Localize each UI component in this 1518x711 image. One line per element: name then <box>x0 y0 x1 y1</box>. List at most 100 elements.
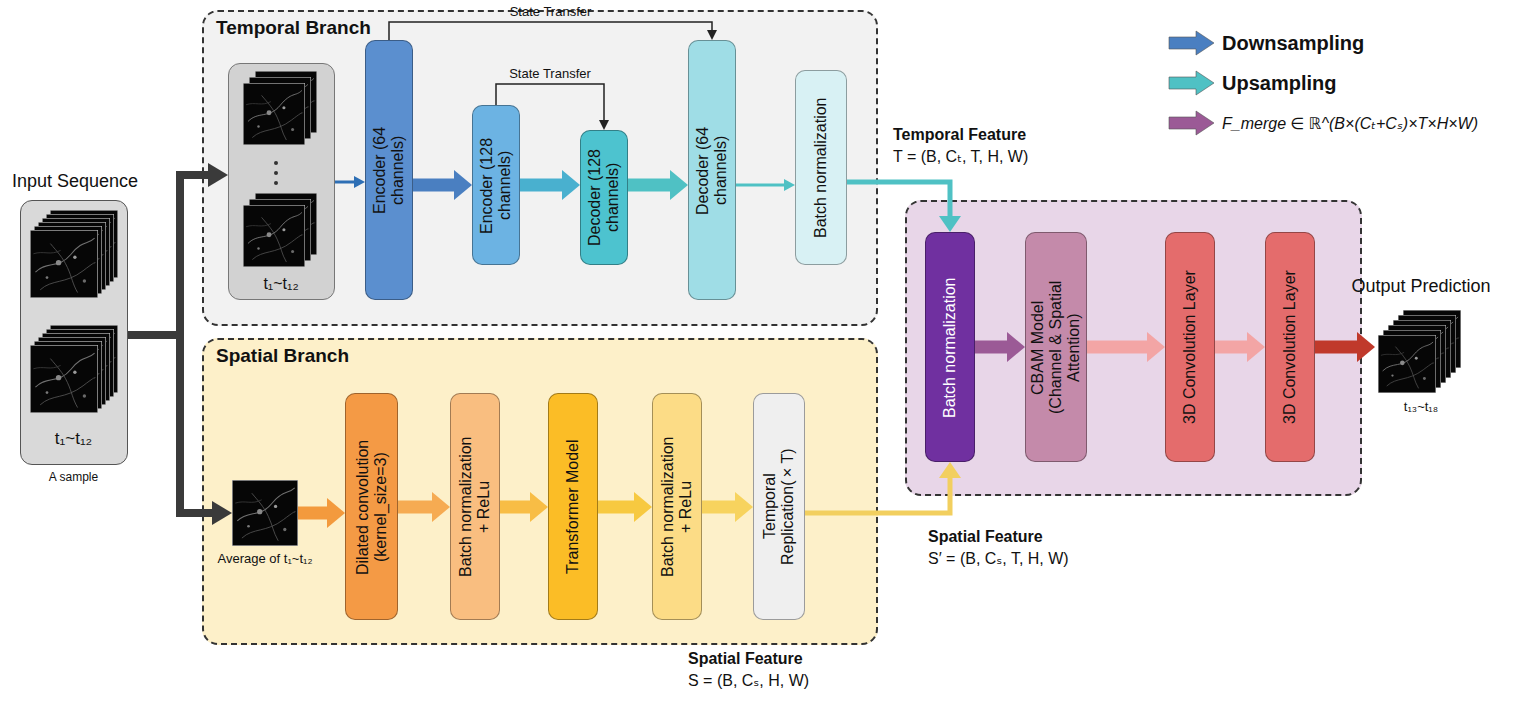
decoder-block: Decoder (128 channels) <box>580 130 628 265</box>
connector-line <box>398 501 436 514</box>
box-label: Transformer Model <box>564 402 582 612</box>
box-label: 3D Convolution Layer <box>1181 240 1199 455</box>
transformer-block: Transformer Model <box>548 393 598 620</box>
output-image-stack <box>1378 310 1461 393</box>
microscopy-image <box>1393 320 1451 378</box>
connector-line <box>736 184 786 187</box>
box-label: Encoder (128 channels) <box>478 123 514 248</box>
microscopy-image <box>1378 335 1436 393</box>
connector-line <box>1315 341 1361 354</box>
encoder-block: Encoder (64 channels) <box>365 40 413 300</box>
microscopy-image <box>1398 315 1456 373</box>
flow-arrow <box>736 179 795 191</box>
box-label: Dilated convolution (kernel_size=3) <box>354 432 390 582</box>
arrow-head <box>735 492 753 522</box>
flow-arrow <box>298 498 345 528</box>
legend-swatch <box>1169 31 1214 55</box>
connector-line <box>389 22 712 40</box>
box-label: Batch normalization <box>812 75 830 260</box>
legend-swatch-frame <box>1168 110 1216 136</box>
average-image-box: Average of t₁~t₁₂ <box>232 480 298 546</box>
norm-block: Batch normalization <box>795 70 847 265</box>
box-label: Batch normalization <box>941 240 959 455</box>
microscopy-image <box>1383 330 1441 388</box>
average-image <box>232 480 298 546</box>
connector-line <box>847 182 950 219</box>
flow-arrow <box>598 492 652 522</box>
box-heading: Input Sequence <box>9 171 141 192</box>
box-label: Decoder (128 channels) <box>586 135 622 260</box>
microscopy-image <box>34 226 102 294</box>
arrow-head <box>670 170 688 200</box>
microscopy-image <box>50 210 118 278</box>
microscopy-image <box>50 325 118 393</box>
arrow-head <box>212 501 232 525</box>
time-range: t₁~t₁₂ <box>229 275 333 293</box>
connector-line <box>805 475 950 513</box>
ellipsis-dot <box>274 171 278 175</box>
connector-line <box>500 501 534 514</box>
legend-swatch-frame <box>1168 30 1216 56</box>
temporal-image-stack <box>243 71 317 267</box>
legend-text: Downsampling <box>1222 32 1364 55</box>
flow-arrow <box>500 492 548 522</box>
flow-arrow <box>398 492 450 522</box>
microscopy-image <box>1403 310 1461 368</box>
norm-block: Batch normalization + ReLu <box>652 393 702 620</box>
arrow-head <box>432 492 450 522</box>
connector-line <box>520 179 566 192</box>
arrow-head <box>634 492 652 522</box>
input-sequence-box: Input Sequencet₁~t₁₂A sample <box>20 200 128 465</box>
box-heading: Output Prediction <box>1341 276 1501 297</box>
flow-arrow <box>702 492 753 522</box>
connector-line <box>598 501 638 514</box>
box-label: CBAM Model (Channel & Spatial Attention) <box>1029 275 1083 420</box>
arrow-head <box>327 498 345 528</box>
box-label: Encoder (64 channels) <box>371 110 407 230</box>
microscopy-image <box>255 193 317 255</box>
flow-arrow <box>1087 332 1165 362</box>
norm-block: Batch normalization <box>925 232 975 462</box>
feature-arrow <box>847 182 961 232</box>
arrow-head <box>1147 332 1165 362</box>
arrow-head <box>707 30 717 40</box>
microscopy-image <box>42 218 110 286</box>
merge-arrow <box>975 332 1025 362</box>
microscopy-image <box>34 341 102 409</box>
convolution-block: 3D Convolution Layer <box>1165 232 1215 462</box>
arrow-head <box>354 176 365 188</box>
tensor-shape: T = (B, Cₜ, T, H, W) <box>893 148 1028 166</box>
box-label: Batch normalization + ReLu <box>457 432 493 582</box>
microscopy-image <box>42 333 110 401</box>
legend-swatch-frame <box>1168 70 1216 96</box>
legend-text: F_merge ∈ ℝ^(B×(Cₜ+Cₛ)×T×H×W) <box>1222 114 1478 133</box>
microscopy-image <box>243 83 305 145</box>
attention-block: CBAM Model (Channel & Spatial Attention) <box>1025 232 1087 462</box>
arrow-head <box>562 170 580 200</box>
connector-line <box>975 341 1011 354</box>
legend-swatch <box>1169 111 1214 135</box>
connector-line <box>298 507 331 520</box>
legend-entry: Downsampling <box>1168 30 1508 56</box>
downsampling-arrow <box>413 170 472 200</box>
tensor-shape: S′ = (B, Cₛ, T, H, W) <box>928 550 1069 568</box>
connector-line <box>1215 341 1251 354</box>
arrow-head <box>208 163 228 187</box>
connector-line <box>496 84 604 122</box>
output-arrow <box>1315 332 1375 362</box>
band-heading: Spatial Branch <box>216 345 349 367</box>
input-image-stack <box>30 210 118 298</box>
upsampling-arrow <box>628 170 688 200</box>
input-image-stack <box>30 325 118 413</box>
band-heading: Temporal Branch <box>216 17 371 39</box>
feature-name: Spatial Feature <box>928 528 1043 546</box>
flow-arrow <box>1215 332 1265 362</box>
connector-line <box>1087 341 1151 354</box>
fusion-band: Batch normalization CBAM Model (Channel &… <box>905 200 1362 496</box>
connector-line <box>702 501 739 514</box>
feature-name: Temporal Feature <box>893 126 1026 144</box>
connector-line <box>628 179 674 192</box>
convolution-block: Dilated convolution (kernel_size=3) <box>345 393 398 620</box>
legend-text: Upsampling <box>1222 72 1336 95</box>
arrow-head <box>939 216 961 232</box>
